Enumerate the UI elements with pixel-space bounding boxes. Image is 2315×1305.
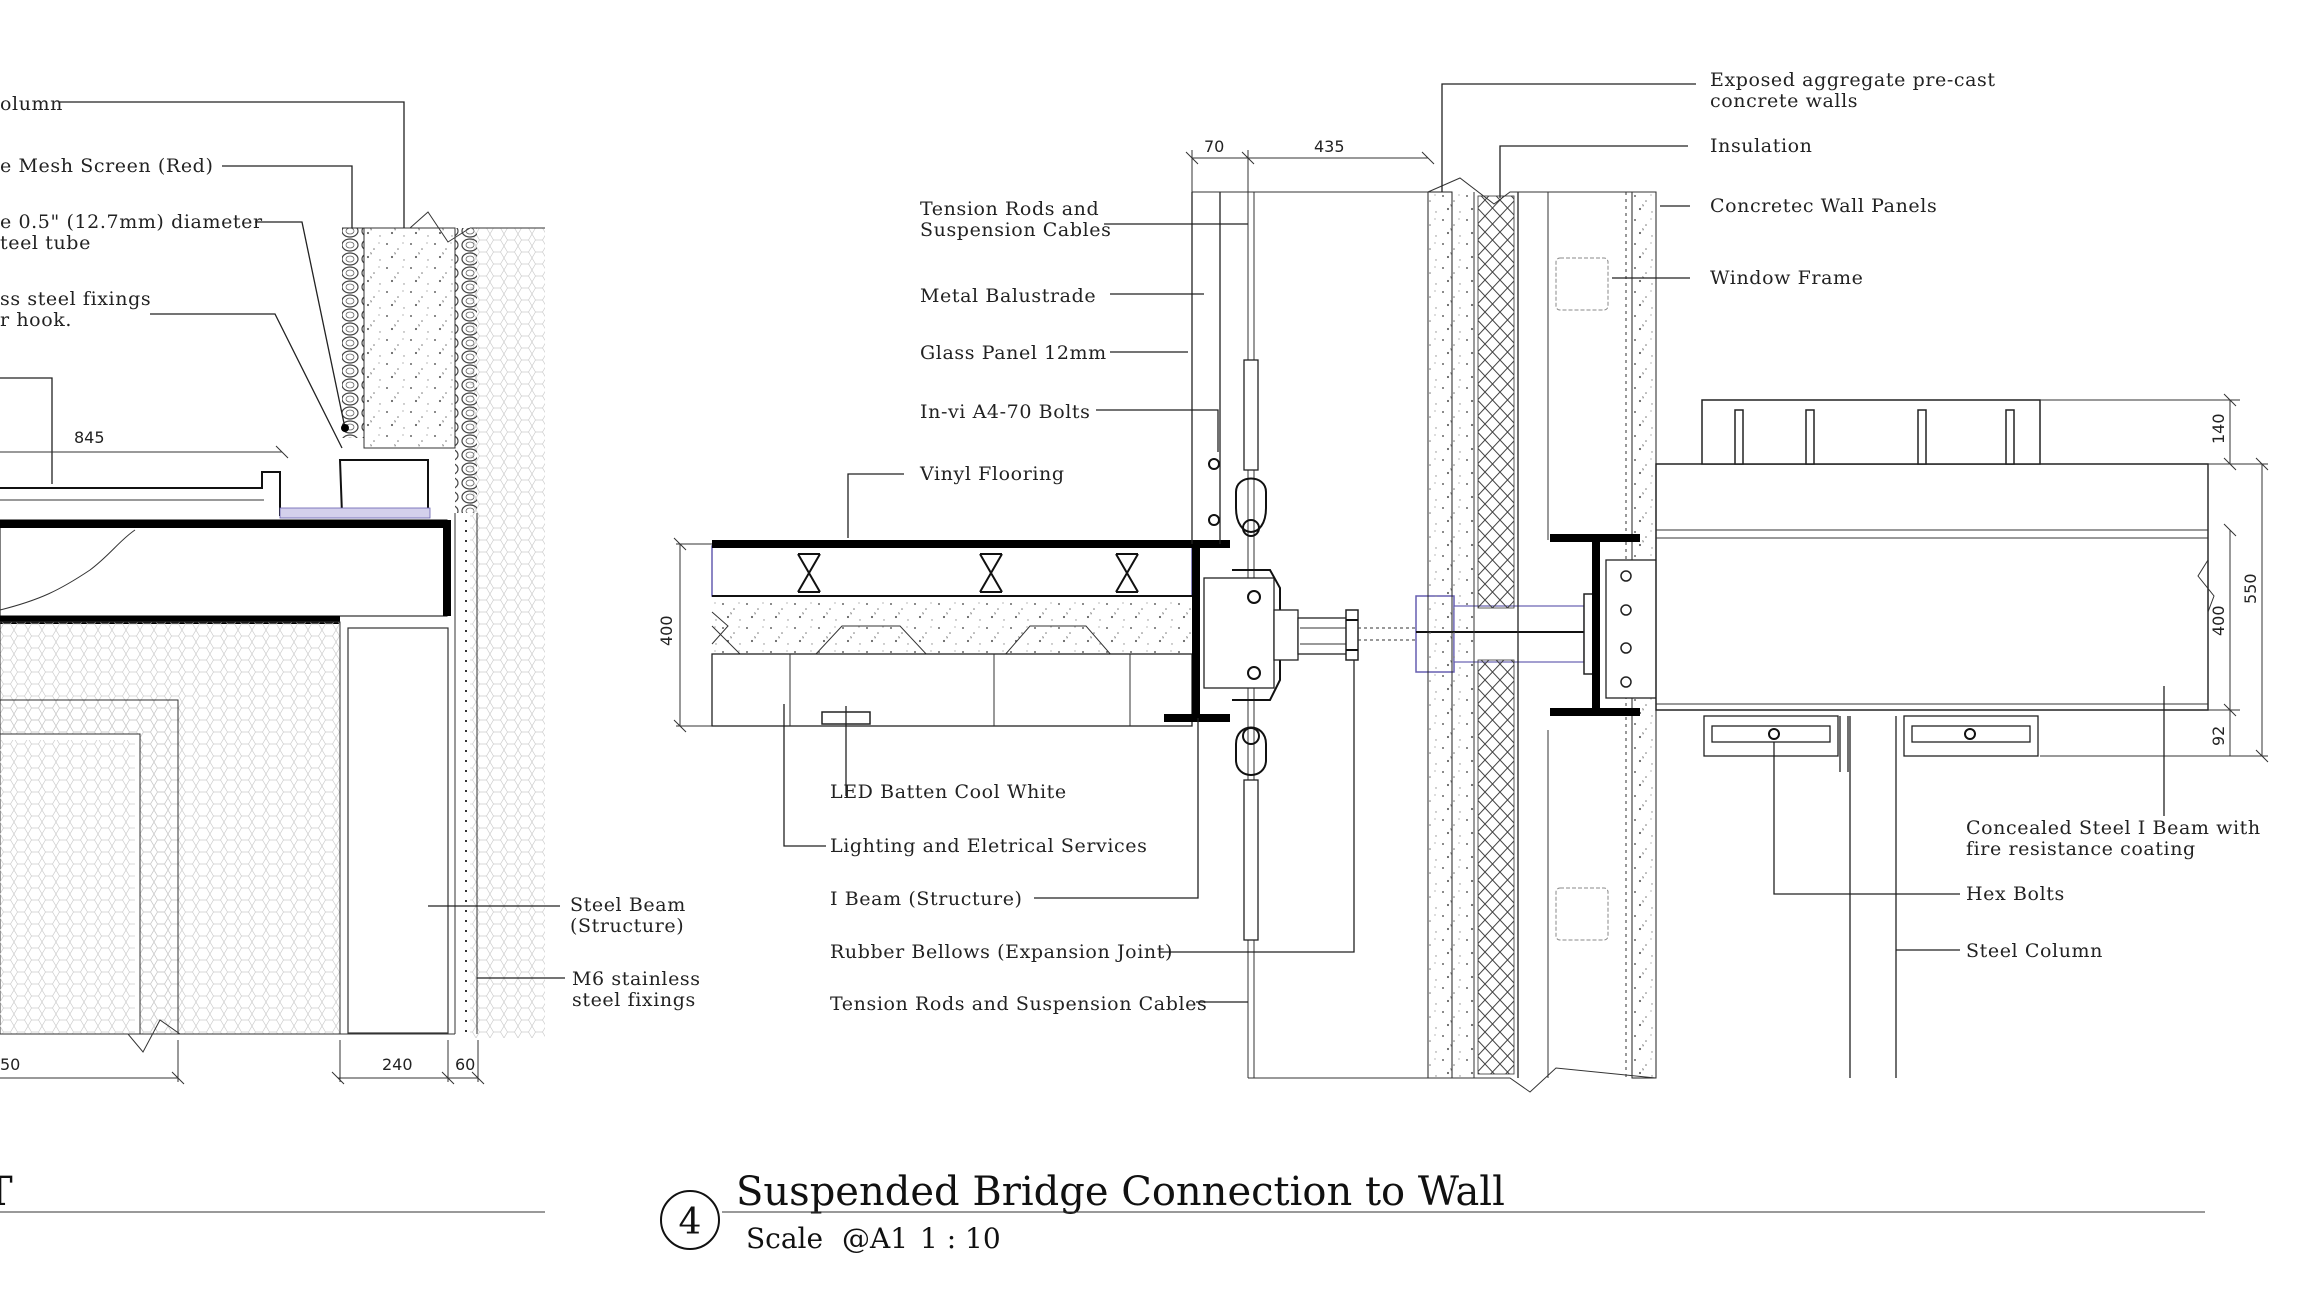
label-tube-diameter: e 0.5" (12.7mm) diameter	[0, 211, 263, 233]
mesh-screen-left	[342, 228, 364, 438]
dim-400-deck: 400	[657, 615, 676, 646]
precast-concrete-wall	[1427, 191, 1453, 1079]
scale-ratio: 1 : 10	[920, 1222, 1001, 1255]
label-led-batten: LED Batten Cool White	[830, 781, 1067, 803]
label-rubber-bellows: Rubber Bellows (Expansion Joint)	[830, 941, 1173, 963]
vinyl-flooring	[711, 545, 1193, 597]
label-lighting-services: Lighting and Eletrical Services	[830, 835, 1147, 857]
label-steel-tube: teel tube	[0, 232, 91, 254]
main-detail: 70 435 400 140 550 400 92 Tension Rods a…	[657, 69, 2269, 1093]
dim-50: 50	[0, 1055, 20, 1074]
insulation-layer	[1477, 195, 1515, 609]
label-tension-rods-top: Tension Rods and	[920, 198, 1099, 220]
label-metal-balustrade: Metal Balustrade	[920, 285, 1096, 307]
label-glass-panel: Glass Panel 12mm	[920, 342, 1107, 364]
concealed-steel-i-beam	[1655, 463, 2209, 711]
label-hex-bolts: Hex Bolts	[1966, 883, 2065, 905]
left-detail: 845 50 240 60 olumn e Mesh Screen (Red) …	[0, 93, 701, 1215]
label-column: olumn	[0, 93, 63, 115]
dim-400-beam: 400	[2209, 605, 2228, 636]
label-mesh-screen: e Mesh Screen (Red)	[0, 155, 213, 177]
scale-sheet: @A1	[842, 1222, 908, 1255]
scale-label: Scale	[746, 1222, 823, 1255]
label-steel-beam-structure: (Structure)	[570, 915, 684, 937]
label-insulation: Insulation	[1710, 135, 1813, 157]
label-concrete-walls: concrete walls	[1710, 90, 1858, 112]
dim-845: 845	[74, 428, 105, 447]
label-exposed-aggregate: Exposed aggregate pre-cast	[1710, 69, 1996, 91]
precast-concrete-left	[363, 227, 456, 449]
deck-concrete	[712, 596, 1192, 658]
label-steel-column: Steel Column	[1966, 940, 2103, 962]
label-steel-fixings: ss steel fixings	[0, 288, 151, 310]
label-suspension-cables-top: Suspension Cables	[920, 219, 1112, 241]
dim-70: 70	[1204, 137, 1224, 156]
deck-top-plate	[0, 519, 448, 617]
label-vinyl-flooring: Vinyl Flooring	[919, 463, 1065, 485]
dim-550: 550	[2241, 573, 2260, 604]
label-i-beam-structure: I Beam (Structure)	[830, 888, 1023, 910]
dim-92: 92	[2209, 726, 2228, 746]
services-void	[711, 653, 1193, 727]
title-block: 4 Suspended Bridge Connection to Wall Sc…	[660, 1169, 2205, 1255]
label-m6-fixings: steel fixings	[572, 989, 696, 1011]
label-in-vi-bolts: In-vi A4-70 Bolts	[920, 401, 1091, 423]
label-concealed-steel-beam: Concealed Steel I Beam with	[1966, 817, 2261, 839]
dim-435: 435	[1314, 137, 1345, 156]
label-steel-beam: Steel Beam	[570, 894, 686, 916]
label-fire-resistance: fire resistance coating	[1966, 838, 2196, 860]
dim-140: 140	[2209, 413, 2228, 444]
steel-column	[1839, 716, 1897, 1078]
column-connection-beam	[1550, 534, 1640, 716]
dim-240: 240	[382, 1055, 413, 1074]
label-tension-rods-bottom: Tension Rods and Suspension Cables	[830, 993, 1207, 1015]
detail-title: Suspended Bridge Connection to Wall	[736, 1169, 1505, 1215]
i-beam-structure	[1164, 540, 1230, 722]
label-window-frame: Window Frame	[1710, 267, 1863, 289]
dim-60: 60	[455, 1055, 475, 1074]
detail-number-circle	[660, 1190, 720, 1250]
detail-number: 4	[679, 1202, 702, 1243]
label-hook: r hook.	[0, 309, 72, 331]
label-concretec-panels: Concretec Wall Panels	[1710, 195, 1937, 217]
mesh-screen-right	[455, 228, 477, 513]
left-wall-hatch	[470, 228, 545, 1038]
label-m6-stainless: M6 stainless	[572, 968, 701, 990]
left-title-fragment: T	[0, 1169, 13, 1215]
